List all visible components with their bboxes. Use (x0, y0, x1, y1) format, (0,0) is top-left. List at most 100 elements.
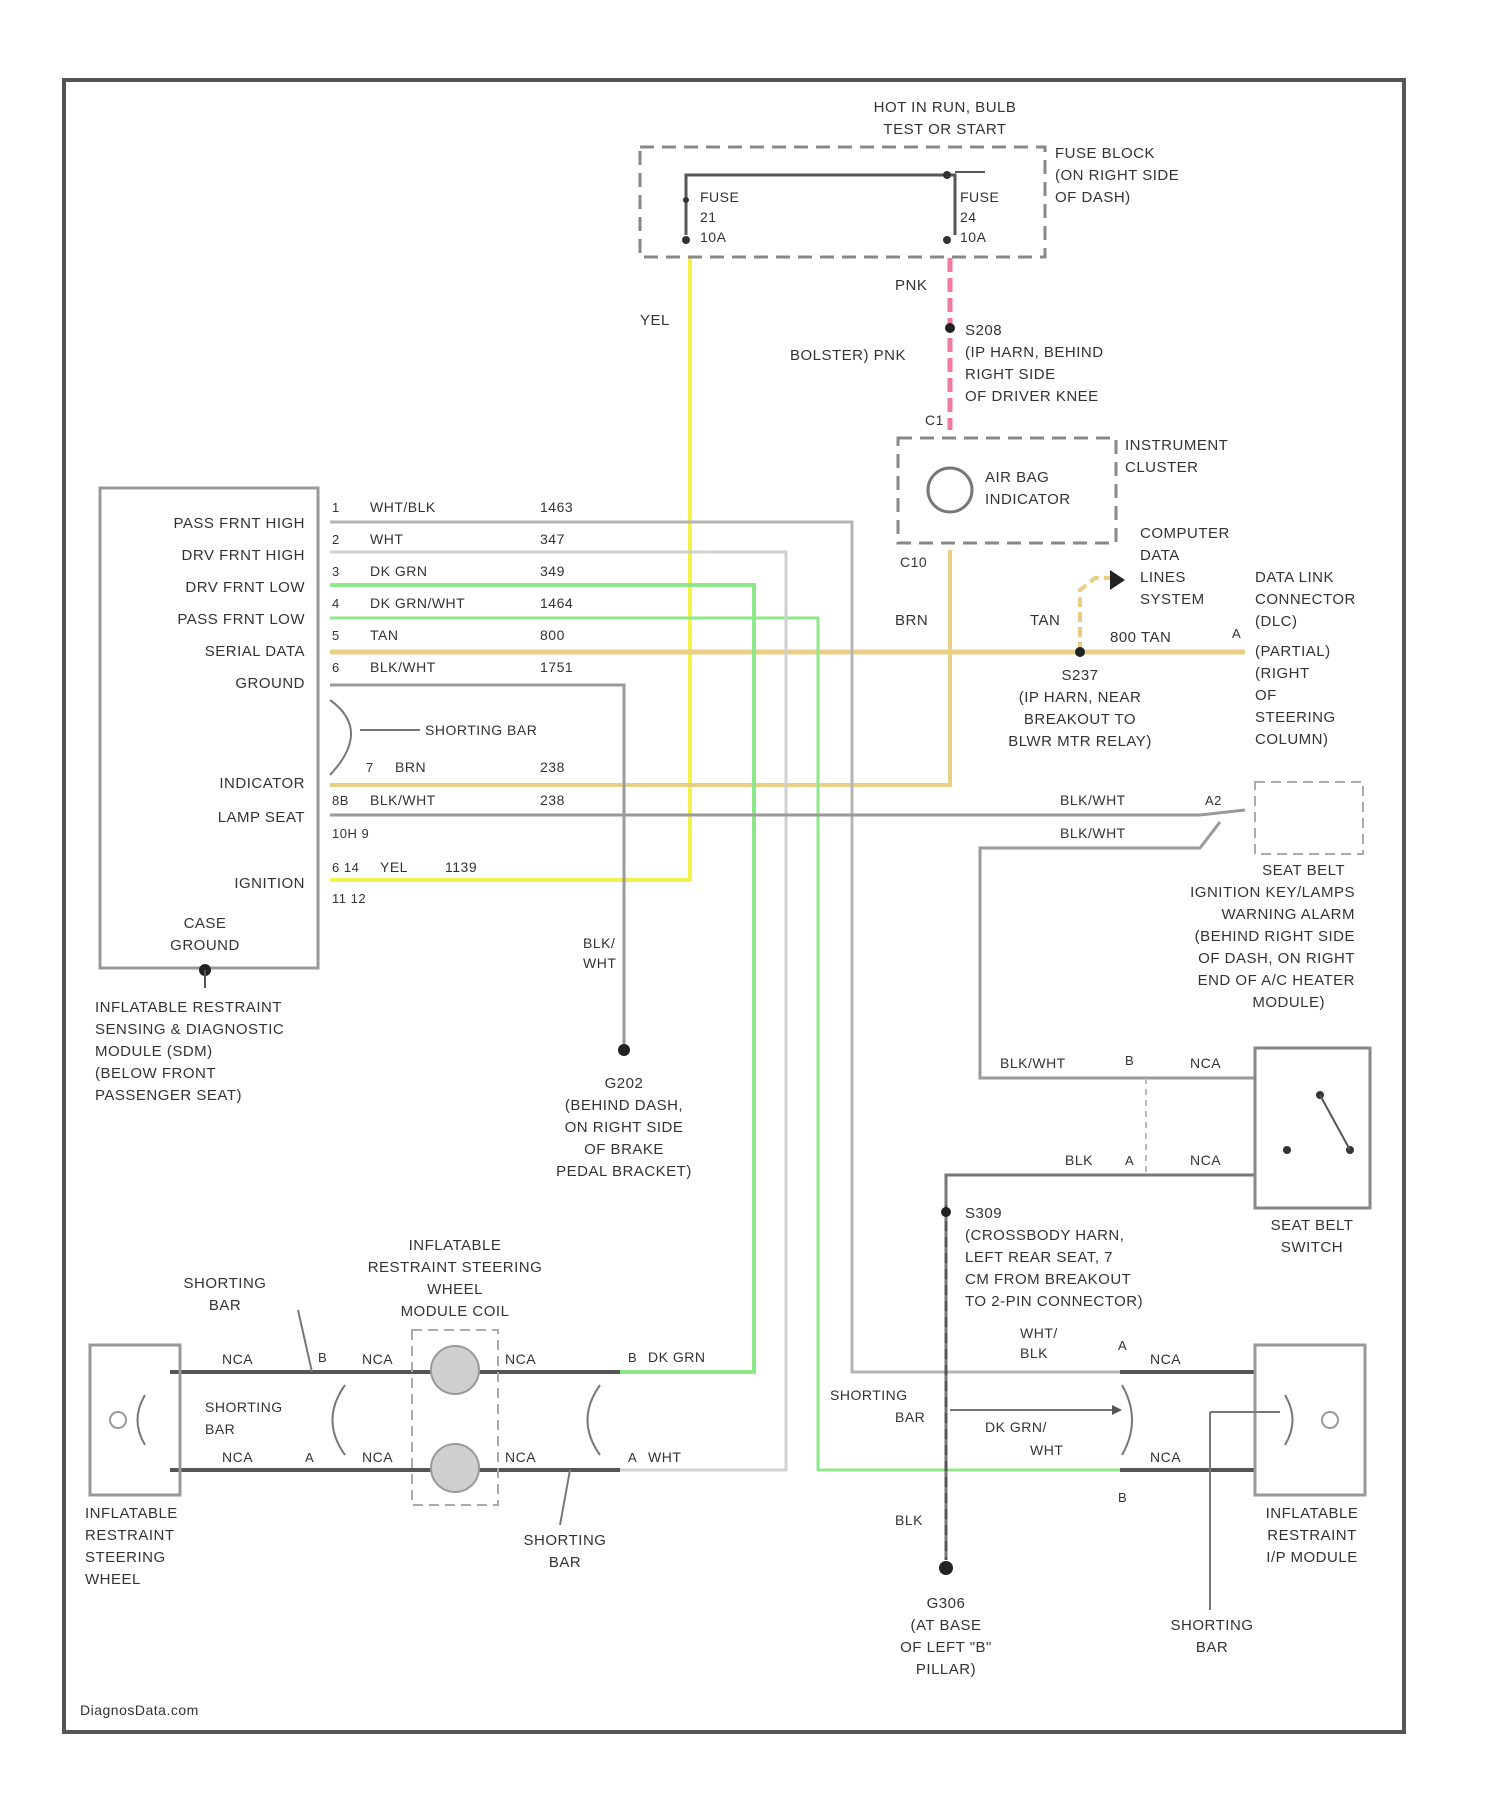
wire-label-blk-wht-ground-2: WHT (583, 955, 616, 971)
fuse-block-label-3: OF DASH) (1055, 189, 1131, 206)
splice-s237-2: (IP HARN, NEAR (1019, 689, 1142, 706)
switch-pin-a: A (1125, 1153, 1134, 1168)
passenger-pin-a: A (1118, 1338, 1127, 1353)
splice-s237-1: S237 (1061, 667, 1098, 684)
passenger-shorting-b-1: SHORTING (1171, 1617, 1254, 1634)
sdm-row-1-circuit: 1463 (540, 499, 573, 515)
seat-belt-switch-box (1255, 1048, 1370, 1208)
splice-s309-5: TO 2-PIN CONNECTOR) (965, 1293, 1143, 1310)
cluster-c1: C1 (925, 412, 944, 428)
fuse-right-number: 24 (960, 209, 977, 225)
sdm-row-3: DRV FRNT LOW 3 DK GRN 349 (185, 563, 564, 596)
sdm-row-2-color: WHT (370, 531, 403, 547)
passenger-module-label-2: RESTRAINT (1267, 1527, 1357, 1544)
wire-label-blk-ground: BLK (895, 1512, 923, 1528)
splice-s309-2: (CROSSBODY HARN, (965, 1227, 1124, 1244)
splice-s237-3: BREAKOUT TO (1024, 711, 1136, 728)
dlc-label-8: COLUMN) (1255, 731, 1329, 748)
sdm-row-4-pin: 4 (332, 596, 340, 611)
sdm-module-label-1: INFLATABLE RESTRAINT (95, 999, 282, 1016)
coil-label-3: WHEEL (427, 1281, 483, 1298)
steering-coil-pin-a: A (628, 1450, 637, 1465)
sdm-row-2-label: DRV FRNT HIGH (182, 547, 305, 564)
wire-tan-to-data-lines (1080, 578, 1110, 652)
dlc-pin: A (1232, 626, 1241, 641)
fuse-block-label-2: (ON RIGHT SIDE (1055, 167, 1179, 184)
wire-label-nca-switch-2: NCA (1190, 1152, 1221, 1168)
splice-s309-3: LEFT REAR SEAT, 7 (965, 1249, 1113, 1266)
chime-label-4: (BEHIND RIGHT SIDE (1195, 928, 1355, 945)
sdm-indicator-circuit: 238 (540, 759, 565, 775)
sdm-lamp-pin: 8B (332, 793, 349, 808)
sdm-lamp-circuit: 238 (540, 792, 565, 808)
cluster-c10: C10 (900, 554, 927, 570)
dlc-label-1: DATA LINK (1255, 569, 1334, 586)
chime-pin-a2: A2 (1205, 793, 1222, 808)
wire-label-wht-blk-1: WHT/ (1020, 1325, 1058, 1341)
wire-label-blk-wht-c: BLK/WHT (1000, 1055, 1066, 1071)
steering-nca-3: NCA (505, 1351, 536, 1367)
dlc-label-3: (DLC) (1255, 613, 1298, 630)
steering-nca-1: NCA (222, 1351, 253, 1367)
splice-s309-dot (941, 1207, 951, 1217)
wire-label-blk-wht-b: BLK/WHT (1060, 825, 1126, 841)
switch-arm (1320, 1095, 1350, 1150)
coil-ring-top (431, 1346, 479, 1394)
switch-contact-left (1283, 1146, 1291, 1154)
diagram-frame (64, 80, 1404, 1732)
sdm-module-label-4: (BELOW FRONT (95, 1065, 216, 1082)
sdm-shorting-bar-shape (330, 700, 351, 775)
sdm-ign-pin: 6 14 (332, 860, 359, 875)
passenger-module-label-3: I/P MODULE (1266, 1549, 1357, 1566)
ground-g202-4: OF BRAKE (584, 1141, 664, 1158)
wire-dk-green-white (330, 618, 1120, 1470)
ground-g306-1: G306 (927, 1595, 966, 1612)
sdm-row-2-circuit: 347 (540, 531, 565, 547)
sdm-row-4-label: PASS FRNT LOW (177, 611, 305, 628)
fuse-left-output (682, 236, 690, 244)
wire-label-pnk: PNK (895, 277, 927, 294)
sdm-row-1-color: WHT/BLK (370, 499, 436, 515)
splice-s309-1: S309 (965, 1205, 1002, 1222)
cluster-indicator-1: AIR BAG (985, 469, 1049, 486)
steering-shorting-mid-2: BAR (205, 1421, 235, 1437)
fuse-header-line1: HOT IN RUN, BULB (874, 99, 1017, 116)
sdm-row-6: GROUND 6 BLK/WHT 1751 (235, 659, 573, 692)
ground-g202-5: PEDAL BRACKET) (556, 1163, 692, 1180)
wire-label-dk-grn-wht-2: WHT (1030, 1442, 1063, 1458)
wire-label-tan: TAN (1030, 612, 1060, 629)
sdm-pins-10: 10H 9 (332, 826, 369, 841)
ground-g202-3: ON RIGHT SIDE (565, 1119, 684, 1136)
sdm-indicator-color: BRN (395, 759, 426, 775)
coil-ring-bottom (431, 1444, 479, 1492)
steering-pin-b: B (318, 1350, 327, 1365)
sdm-case-ground-2: GROUND (170, 937, 240, 954)
splice-s208-4: OF DRIVER KNEE (965, 388, 1099, 405)
sdm-row-4-circuit: 1464 (540, 595, 573, 611)
splice-s237-4: BLWR MTR RELAY) (1008, 733, 1152, 750)
passenger-shorting-a-1: SHORTING (830, 1387, 908, 1403)
sdm-row-2-pin: 2 (332, 532, 340, 547)
wire-label-dk-grn: DK GRN (648, 1349, 705, 1365)
sdm-row-6-color: BLK/WHT (370, 659, 436, 675)
sdm-ignition-label: IGNITION (234, 875, 305, 892)
ground-g306-2: (AT BASE (911, 1617, 982, 1634)
sdm-row-3-color: DK GRN (370, 563, 427, 579)
fuse-left-number: 21 (700, 209, 717, 225)
splice-s309-4: CM FROM BREAKOUT (965, 1271, 1131, 1288)
ground-g306-dot (939, 1561, 953, 1575)
fuse-left-dot (683, 197, 689, 203)
steering-wheel-shorting-bar (138, 1395, 146, 1445)
sdm-row-5-label: SERIAL DATA (205, 643, 305, 660)
fuse-bus-dot (943, 171, 951, 179)
sdm-indicator-pin: 7 (366, 760, 374, 775)
sdm-row-3-circuit: 349 (540, 563, 565, 579)
chime-label-7: MODULE) (1252, 994, 1325, 1011)
dlc-label-6: OF (1255, 687, 1277, 704)
passenger-shorting-bar-a (1122, 1385, 1132, 1455)
passenger-module-box (1255, 1345, 1365, 1495)
passenger-module-label-1: INFLATABLE (1266, 1505, 1359, 1522)
steering-shorting-bar-right (588, 1385, 601, 1455)
fuse-left-rating: 10A (700, 229, 727, 245)
steering-wheel-label-1: INFLATABLE (85, 1505, 178, 1522)
